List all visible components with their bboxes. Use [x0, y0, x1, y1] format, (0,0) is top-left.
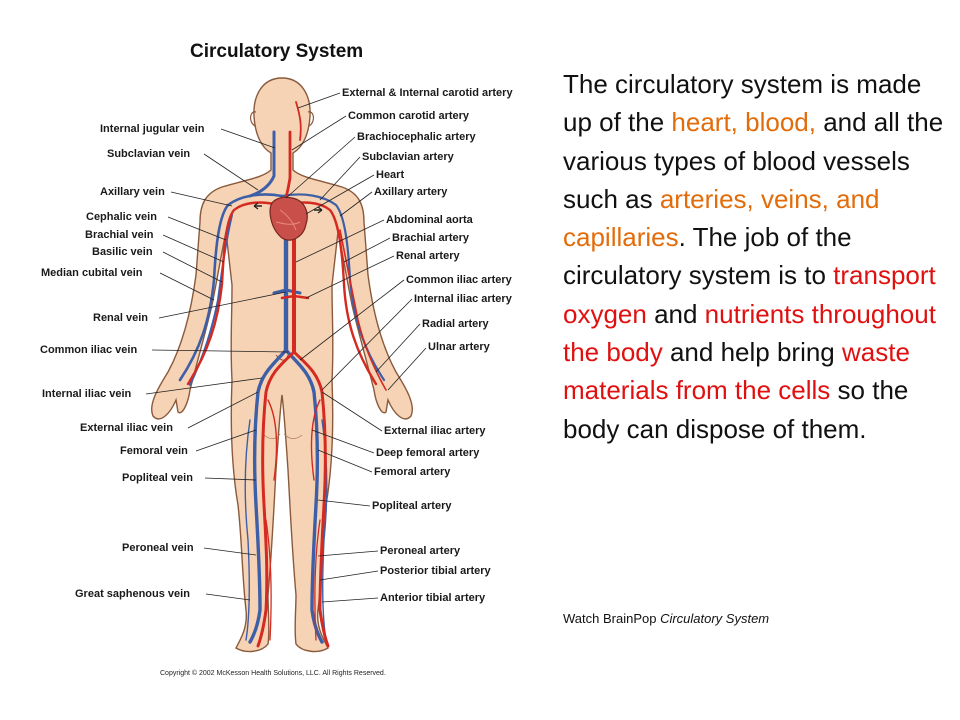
label-subclavian-artery: Subclavian artery [362, 151, 454, 163]
label-axillary-vein: Axillary vein [100, 186, 165, 198]
leader-lines [145, 92, 427, 603]
arteries [186, 101, 387, 648]
label-external-iliac-artery: External iliac artery [384, 425, 486, 437]
desc-text-6: so the body can dispose of them. [563, 375, 909, 444]
label-basilic-vein: Basilic vein [92, 246, 153, 258]
label-radial-artery: Radial artery [422, 318, 489, 330]
label-renal-artery: Renal artery [396, 250, 460, 262]
label-brachial-vein: Brachial vein [85, 229, 154, 241]
label-cephalic-vein: Cephalic vein [86, 211, 157, 223]
desc-text-3: . The job of the circulatory system is t… [563, 222, 852, 291]
label-anterior-tibial-artery: Anterior tibial artery [380, 592, 486, 604]
label-external-iliac-vein: External iliac vein [80, 422, 173, 434]
desc-highlight-waste: waste materials from the cells [563, 337, 910, 406]
body-illustration [145, 77, 427, 653]
label-common-iliac-artery: Common iliac artery [406, 274, 512, 286]
label-posterior-tibial-artery: Posterior tibial artery [380, 565, 491, 577]
label-deep-femoral-artery: Deep femoral artery [376, 447, 480, 459]
label-peroneal-artery: Peroneal artery [380, 545, 461, 557]
label-median-cubital-vein: Median cubital vein [41, 267, 143, 279]
copyright-notice: Copyright © 2002 McKesson Health Solutio… [160, 670, 386, 677]
label-femoral-vein: Femoral vein [120, 445, 188, 457]
label-renal-vein: Renal vein [93, 312, 149, 324]
label-popliteal-vein: Popliteal vein [122, 472, 193, 484]
desc-highlight-oxygen: transport oxygen [563, 260, 936, 329]
label-peroneal-vein: Peroneal vein [122, 542, 194, 554]
desc-highlight-heart-blood: heart, blood, [671, 107, 816, 138]
watch-link[interactable]: Circulatory System [660, 611, 770, 626]
diagram-title: Circulatory System [190, 41, 364, 62]
heart-icon [253, 196, 323, 241]
label-common-carotid-artery: Common carotid artery [348, 110, 470, 122]
watch-prefix: Watch BrainPop [563, 611, 661, 626]
desc-text-4: and [646, 298, 705, 329]
desc-highlight-nutrients: nutrients throughout the body [563, 298, 936, 368]
label-internal-iliac-vein: Internal iliac vein [42, 388, 132, 400]
desc-text-1: The circulatory system is made up of the [563, 69, 922, 138]
desc-text-5: and help bring [662, 337, 842, 368]
label-external-internal-carotid-artery: External & Internal carotid artery [342, 87, 513, 99]
label-popliteal-artery: Popliteal artery [372, 500, 452, 512]
label-ulnar-artery: Ulnar artery [428, 341, 490, 353]
description-paragraph: The circulatory system is made up of the… [563, 65, 955, 448]
label-internal-iliac-artery: Internal iliac artery [414, 293, 512, 305]
desc-text-2: and all the various types of blood vesse… [563, 107, 944, 214]
label-femoral-artery: Femoral artery [374, 466, 451, 478]
label-abdominal-aorta: Abdominal aorta [386, 214, 473, 226]
label-brachial-artery: Brachial artery [392, 232, 470, 244]
desc-highlight-vessels: arteries, veins, and capillaries [563, 183, 880, 253]
circulatory-diagram: Circulatory System [40, 41, 513, 677]
label-internal-jugular-vein: Internal jugular vein [100, 123, 205, 135]
label-subclavian-vein: Subclavian vein [107, 148, 191, 160]
label-heart: Heart [376, 169, 405, 181]
label-brachiocephalic-artery: Brachiocephalic artery [357, 131, 476, 143]
label-axillary-artery: Axillary artery [374, 186, 448, 198]
label-common-iliac-vein: Common iliac vein [40, 344, 138, 356]
brainpop-note: Watch BrainPop Circulatory System [563, 611, 769, 626]
label-great-saphenous-vein: Great saphenous vein [75, 588, 190, 600]
